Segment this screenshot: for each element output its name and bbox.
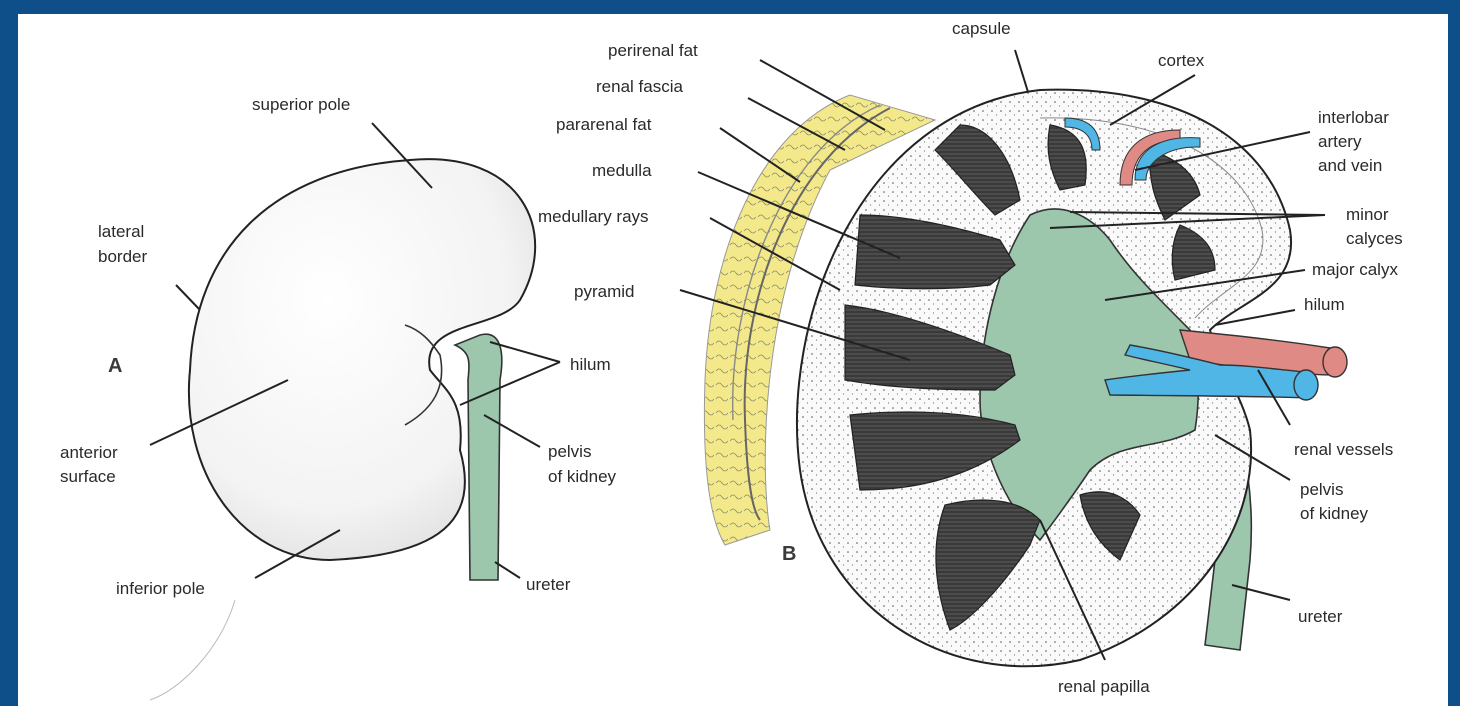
label-interlobar-1: interlobar [1318,108,1389,127]
label-interlobar-3: and vein [1318,156,1382,175]
label-renal-papilla: renal papilla [1058,677,1150,696]
label-hilum-b: hilum [1304,295,1345,314]
panel-letter-b: B [782,543,796,565]
label-pelvis-a-2: of kidney [548,467,617,486]
label-ureter-a: ureter [526,575,571,594]
label-perirenal-fat: perirenal fat [608,41,698,60]
leader-capsule [1015,50,1028,92]
label-major-calyx: major calyx [1312,260,1398,279]
panel-a-kidney [189,159,535,580]
label-superior-pole: superior pole [252,95,350,114]
label-lateral-border-1: lateral [98,222,144,241]
label-lateral-border-2: border [98,247,147,266]
renal-artery-end [1323,347,1347,377]
label-pararenal-fat: pararenal fat [556,115,652,134]
label-minor-calyces-1: minor [1346,205,1389,224]
label-medulla: medulla [592,161,652,180]
renal-vein-end [1294,370,1318,400]
label-interlobar-2: artery [1318,132,1362,151]
stray-line [150,600,235,700]
label-pelvis-b-2: of kidney [1300,504,1369,523]
leader-lateral-border [176,285,200,310]
panel-letter-a: A [108,355,122,377]
label-capsule: capsule [952,19,1011,38]
label-minor-calyces-2: calyces [1346,229,1403,248]
label-anterior-surface-2: surface [60,467,116,486]
label-inferior-pole: inferior pole [116,579,205,598]
label-pelvis-b-1: pelvis [1300,480,1343,499]
panel-b-kidney [704,90,1347,667]
label-hilum-a: hilum [570,355,611,374]
label-anterior-surface-1: anterior [60,443,118,462]
label-pelvis-a-1: pelvis [548,442,591,461]
label-renal-fascia: renal fascia [596,77,683,96]
label-renal-vessels: renal vessels [1294,440,1393,459]
label-pyramid: pyramid [574,282,634,301]
label-ureter-b: ureter [1298,607,1343,626]
label-cortex: cortex [1158,51,1205,70]
label-medullary-rays: medullary rays [538,207,649,226]
